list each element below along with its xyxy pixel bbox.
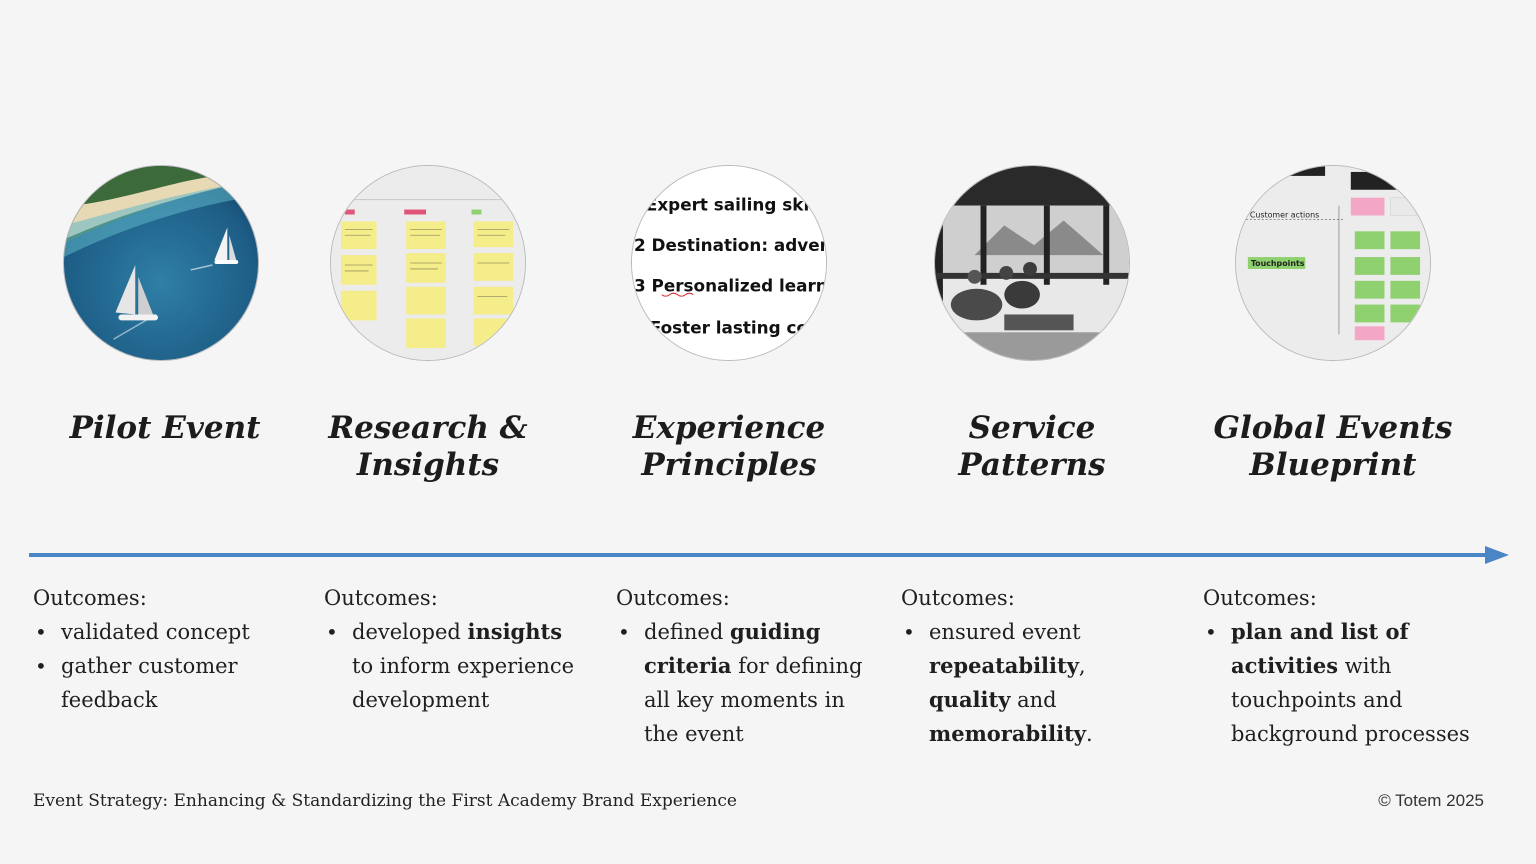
outcomes-heading: Outcomes: — [616, 581, 878, 615]
footer-presentation-title: Event Strategy: Enhancing & Standardizin… — [33, 791, 737, 811]
service-patterns-image — [934, 165, 1130, 361]
title-line: Patterns — [958, 447, 1105, 483]
footer-copyright: © Totem 2025 — [1378, 791, 1484, 811]
outcome-emphasis: repeatability — [929, 653, 1079, 678]
title-line: Service — [969, 410, 1096, 446]
title-line: Blueprint — [1250, 447, 1417, 483]
title-line: Principles — [641, 447, 816, 483]
blueprint-customer-actions-label: Customer actions — [1250, 210, 1319, 219]
outcomes-list: developed insights to inform experience … — [324, 615, 584, 717]
title-line: Pilot Event — [70, 410, 261, 446]
outcomes-heading: Outcomes: — [324, 581, 584, 615]
outcome-text: gather customer feedback — [61, 654, 238, 712]
outcome-text: and — [1010, 688, 1056, 712]
title-line: Insights — [357, 447, 499, 483]
principle-line-4: Foster lasting con — [650, 317, 820, 337]
outcomes-heading: Outcomes: — [1203, 581, 1493, 615]
outcome-bullet: developed insights to inform experience … — [352, 615, 584, 717]
global-blueprint-image: Customer actions Touchpoints — [1235, 165, 1431, 361]
research-insights-image — [330, 165, 526, 361]
outcome-bullet: gather customer feedback — [61, 649, 303, 717]
outcome-emphasis: memorability — [929, 721, 1086, 746]
outcome-bullet: ensured event repeatability, quality and… — [929, 615, 1131, 751]
outcomes-research-insights: Outcomes: developed insights to inform e… — [324, 581, 584, 717]
stage-title-pilot-event: Pilot Event — [15, 410, 315, 447]
title-line: Experience — [633, 410, 825, 446]
principle-line-3: 3 Personalized learning — [634, 276, 826, 296]
outcome-text: defined — [644, 620, 730, 644]
outcome-text: , — [1079, 654, 1086, 678]
outcomes-heading: Outcomes: — [33, 581, 303, 615]
outcome-emphasis: quality — [929, 687, 1010, 712]
stage-title-research-insights: Research &Insights — [278, 410, 578, 484]
principle-line-1: Expert sailing skills, — [646, 195, 826, 215]
outcome-text: ensured event — [929, 620, 1081, 644]
outcomes-list: defined guiding criteria for defining al… — [616, 615, 878, 751]
outcome-text: developed — [352, 620, 468, 644]
outcome-emphasis: insights — [468, 619, 563, 644]
outcomes-global-blueprint: Outcomes: plan and list of activities wi… — [1203, 581, 1493, 751]
principle-line-2: 2 Destination: adventu — [634, 235, 826, 255]
outcome-bullet: defined guiding criteria for defining al… — [644, 615, 878, 751]
outcomes-list: plan and list of activities with touchpo… — [1203, 615, 1493, 751]
experience-principles-image: Expert sailing skills, 2 Destination: ad… — [631, 165, 827, 361]
outcomes-list: ensured event repeatability, quality and… — [901, 615, 1131, 751]
title-line: Research & — [328, 410, 527, 446]
outcome-text: validated concept — [61, 620, 250, 644]
title-line: Global Events — [1214, 410, 1453, 446]
outcomes-experience-principles: Outcomes: defined guiding criteria for d… — [616, 581, 878, 751]
outcome-text: . — [1086, 722, 1093, 746]
blueprint-touchpoints-label: Touchpoints — [1251, 259, 1305, 268]
outcomes-list: validated concept gather customer feedbac… — [33, 615, 303, 717]
outcome-text: to inform experience development — [352, 654, 574, 712]
outcome-bullet: plan and list of activities with touchpo… — [1231, 615, 1493, 751]
timeline-arrow — [29, 546, 1509, 564]
outcomes-heading: Outcomes: — [901, 581, 1131, 615]
pilot-event-image — [63, 165, 259, 361]
outcomes-pilot-event: Outcomes: validated concept gather custom… — [33, 581, 303, 717]
outcome-bullet: validated concept — [61, 615, 303, 649]
outcomes-service-patterns: Outcomes: ensured event repeatability, q… — [901, 581, 1131, 751]
